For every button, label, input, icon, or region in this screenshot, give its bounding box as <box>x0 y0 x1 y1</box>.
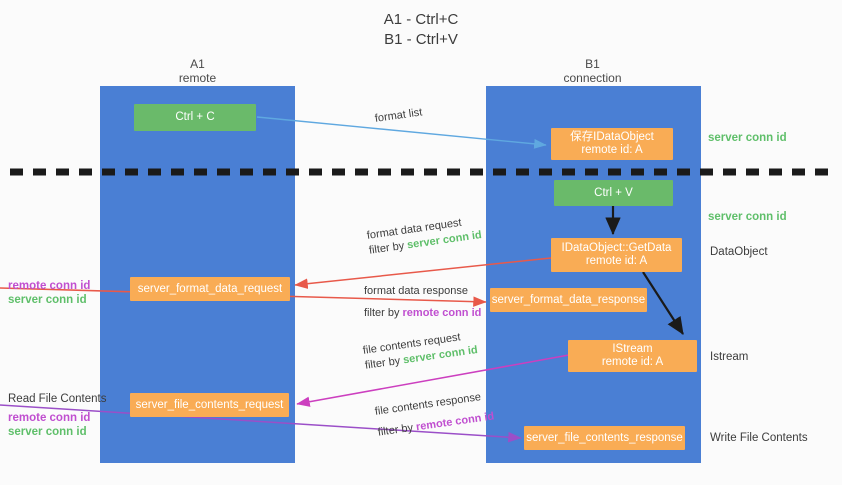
title-line-1: A1 - Ctrl+C <box>383 11 459 28</box>
lane-a1-name: A1 <box>190 57 205 71</box>
label-write-file-contents: Write File Contents <box>710 432 808 444</box>
box-server-format-data-response[interactable]: server_format_data_response <box>490 288 647 312</box>
label-dataobject: DataObject <box>710 246 768 258</box>
label-server-conn-id-2: server conn id <box>8 426 87 438</box>
label-remote-conn-id-1: remote conn id <box>8 280 91 292</box>
edge-label-file-contents-response: file contents response filter by remote … <box>374 389 495 441</box>
box-server-file-contents-response[interactable]: server_file_contents_response <box>524 426 685 450</box>
box-istream-line2: remote id: A <box>601 356 664 368</box>
edge-label-format-data-request: format data request filter by server con… <box>366 213 483 259</box>
title-line-2: B1 - Ctrl+V <box>384 31 458 48</box>
box-istream-line1: IStream <box>612 343 653 355</box>
box-server-file-contents-request-label: server_file_contents_request <box>135 398 284 411</box>
box-ctrl-v-label: Ctrl + V <box>594 186 633 199</box>
box-save-idataobject-line2: remote id: A <box>581 144 643 156</box>
box-save-idataobject[interactable]: 保存IDataObject remote id: A <box>551 128 673 160</box>
box-getdata[interactable]: IDataObject::GetData remote id: A <box>551 238 682 272</box>
lane-header-a1: A1 remote <box>135 57 260 85</box>
box-ctrl-c[interactable]: Ctrl + C <box>134 104 256 131</box>
label-server-conn-id-mid: server conn id <box>708 211 787 223</box>
box-getdata-line1: IDataObject::GetData <box>561 242 672 254</box>
label-server-conn-id-top: server conn id <box>708 132 787 144</box>
page-title: A1 - Ctrl+C B1 - Ctrl+V <box>0 10 842 50</box>
lane-b1-sub: connection <box>563 71 622 85</box>
label-conn-ids-file: remote conn id server conn id <box>8 411 90 439</box>
edge-label-file-contents-request: file contents request filter by server c… <box>362 328 479 374</box>
lane-header-b1: B1 connection <box>525 57 660 85</box>
box-ctrl-v[interactable]: Ctrl + V <box>554 180 673 206</box>
box-server-format-data-response-label: server_format_data_response <box>491 293 646 306</box>
label-read-file-contents: Read File Contents <box>8 393 107 405</box>
box-server-format-data-request-label: server_format_data_request <box>137 282 283 295</box>
box-getdata-line2: remote id: A <box>585 255 648 267</box>
label-conn-ids-format: remote conn id server conn id <box>8 279 90 307</box>
edge-label-format-data-response-text: format data response <box>364 285 468 297</box>
label-istream: Istream <box>710 351 749 363</box>
box-save-idataobject-line1: 保存IDataObject <box>570 131 654 143</box>
box-istream[interactable]: IStream remote id: A <box>568 340 697 372</box>
lane-a1-sub: remote <box>178 71 217 85</box>
edge-label-format-list: format list <box>374 106 424 125</box>
label-server-conn-id-1: server conn id <box>8 294 87 306</box>
edge-label-format-data-response: format data response filter by remote co… <box>364 284 481 321</box>
box-server-format-data-request[interactable]: server_format_data_request <box>130 277 290 301</box>
box-server-file-contents-response-label: server_file_contents_response <box>526 431 683 444</box>
box-ctrl-c-label: Ctrl + C <box>175 111 215 123</box>
lane-b1-name: B1 <box>585 57 600 71</box>
edge-label-format-data-response-filter: filter by remote conn id <box>364 307 482 319</box>
label-remote-conn-id-2: remote conn id <box>8 412 91 424</box>
box-server-file-contents-request[interactable]: server_file_contents_request <box>130 393 289 417</box>
